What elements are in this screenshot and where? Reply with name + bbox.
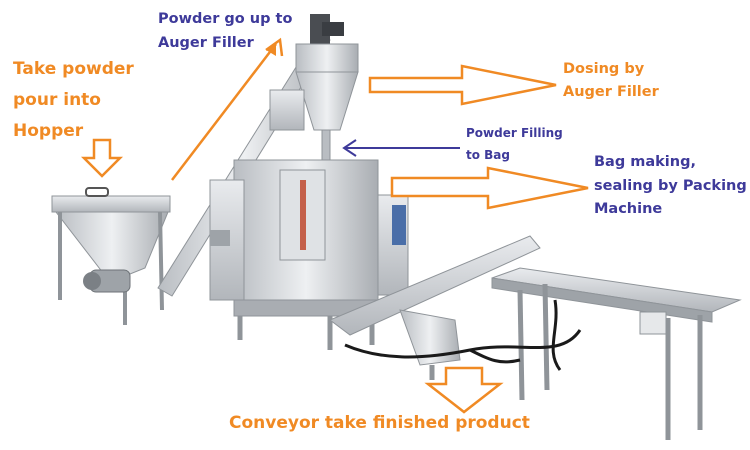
powder-hopper bbox=[51, 187, 171, 325]
arrow-bag-making bbox=[390, 166, 589, 210]
arrow-powder-filling bbox=[342, 139, 460, 157]
feeder-motor bbox=[83, 269, 131, 293]
arrow-dosing bbox=[368, 64, 557, 106]
arrow-into-hopper bbox=[80, 138, 124, 178]
label-powder-filling: Powder Filling to Bag bbox=[466, 126, 563, 163]
label-bag-making: Bag making, sealing by Packing Machine bbox=[594, 154, 747, 218]
label-dosing: Dosing by Auger Filler bbox=[563, 61, 659, 100]
label-powder-up: Powder go up to Auger Filler bbox=[158, 11, 293, 51]
cables bbox=[344, 299, 582, 371]
arrow-conveyor-down bbox=[424, 366, 504, 414]
vffs-packing-machine bbox=[209, 159, 409, 350]
label-take-powder: Take powder pour into Hopper bbox=[13, 59, 134, 141]
label-conveyor: Conveyor take finished product bbox=[229, 413, 530, 433]
auger-filler bbox=[269, 14, 359, 161]
arrow-to-auger bbox=[171, 37, 284, 181]
finished-product-conveyor bbox=[491, 267, 742, 440]
output-conveyor bbox=[329, 235, 541, 380]
